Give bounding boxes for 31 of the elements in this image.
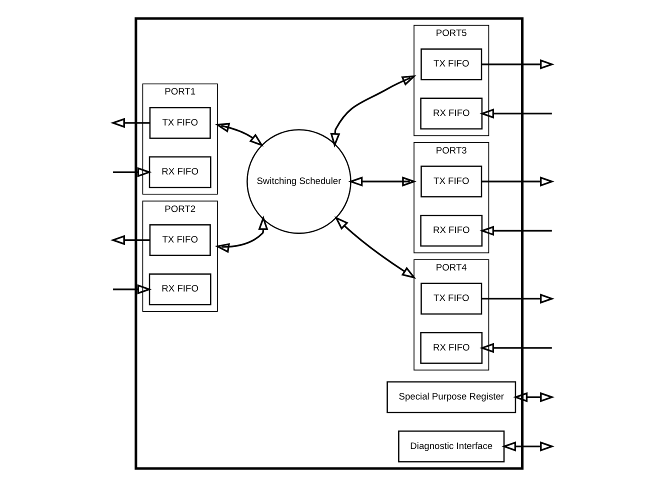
arrow [481,294,554,304]
node-box: RX FIFO [420,214,482,247]
arrow [479,108,552,119]
arrow [479,342,552,353]
node-box: RX FIFO [148,273,211,306]
arrow [479,226,552,236]
node-circle: Switching Scheduler [246,129,351,234]
node-box: Special Purpose Register [386,381,516,414]
arrow [348,176,416,187]
arrow [110,235,150,246]
arrow [214,215,268,254]
arrow [501,441,554,452]
node-box: TX FIFO [420,282,482,315]
arrow [112,284,152,294]
cluster [134,17,524,470]
arrow [481,59,554,70]
arrow [481,176,554,187]
arrow [330,75,416,148]
arrow [334,216,416,279]
node-box: Diagnostic Interface [398,430,504,462]
node-box: TX FIFO [420,166,482,198]
node-box: TX FIFO [420,48,482,80]
arrow [512,392,554,402]
node-box: TX FIFO [148,224,210,256]
node-box: RX FIFO [420,98,482,130]
node-box: RX FIFO [148,156,211,188]
arrow [214,122,264,147]
arrow [112,167,152,178]
arrow [110,118,150,128]
node-box: RX FIFO [420,332,482,364]
node-box: TX FIFO [148,107,210,139]
